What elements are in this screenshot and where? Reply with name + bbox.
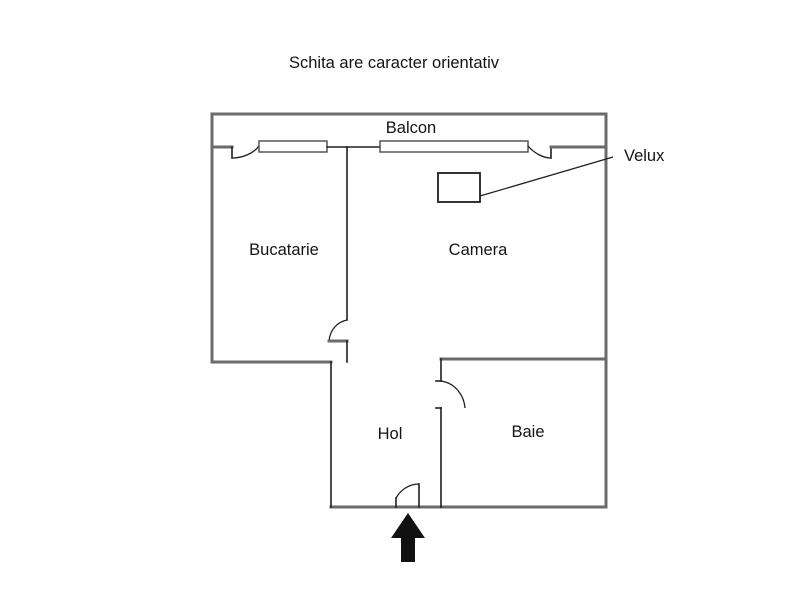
room-label-baie: Baie <box>511 423 544 441</box>
entrance-arrow-icon <box>391 513 425 562</box>
page-title: Schita are caracter orientativ <box>289 54 500 72</box>
window-bucatarie-balcony <box>258 140 328 153</box>
door-swing-balcony-left <box>231 145 260 159</box>
annotation-label-velux: Velux <box>624 147 665 165</box>
velux-skylight-icon <box>437 172 481 203</box>
velux-leader-line <box>479 156 614 197</box>
room-label-camera: Camera <box>449 241 509 259</box>
room-label-bucatarie: Bucatarie <box>249 241 319 259</box>
window-camera-balcony <box>379 140 529 153</box>
room-label-hol: Hol <box>378 425 403 443</box>
door-swing-baie <box>440 380 466 409</box>
door-swing-bucatarie <box>328 319 348 342</box>
door-swing-entrance <box>395 483 420 499</box>
room-label-balcon: Balcon <box>386 119 436 137</box>
door-swing-balcony-right <box>527 145 552 159</box>
